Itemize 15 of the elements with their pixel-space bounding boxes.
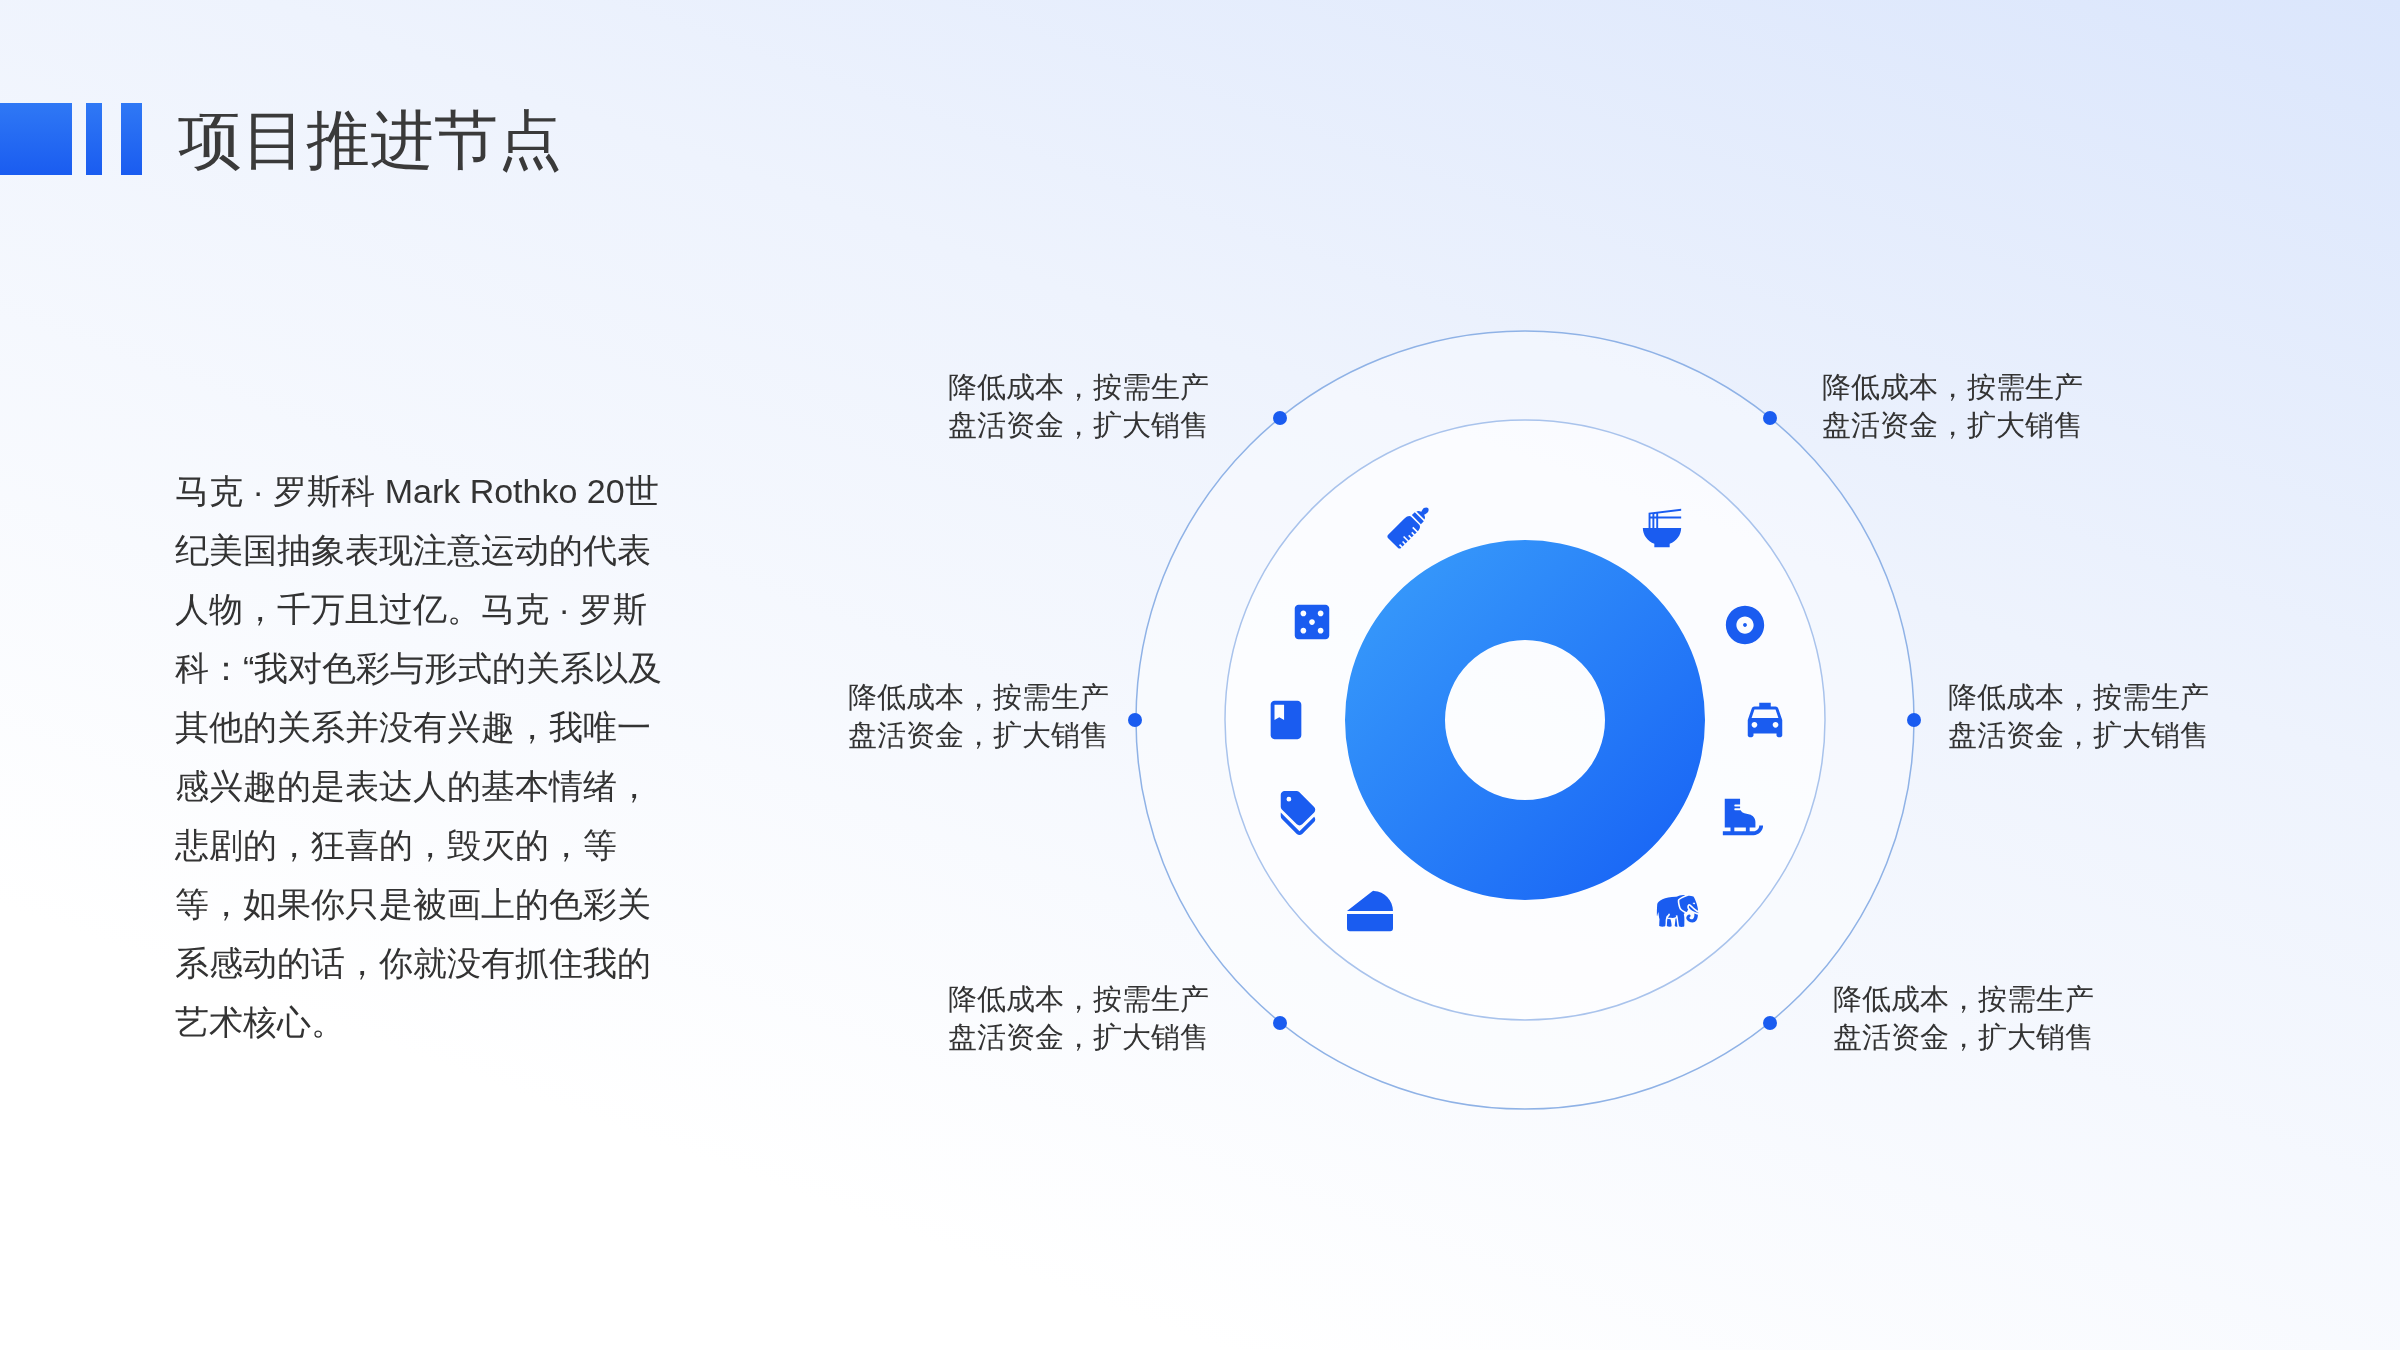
item-text: 盘活资金，扩大销售 xyxy=(848,718,1109,753)
description-paragraph: 马克 · 罗斯科 Mark Rothko 20世纪美国抽象表现注意运动的代表人物，千万且过亿。马克 · 罗斯科：“我对色彩与形式的关系以及其他的关系并没有兴趣，我唯一感兴趣的是表达人的基本情绪，悲剧的，狂喜的，毁灭的，等等，如果你只是被画上的色彩关系感动的话，你就没有抓住我的艺术核心。 xyxy=(175,471,664,1043)
item-text: 盘活资金，扩大销售 xyxy=(1833,1020,2094,1055)
item-text: 降低成本，按需生产 xyxy=(1822,370,2083,405)
donut-ring xyxy=(1345,540,1705,900)
item-text: 盘活资金，扩大销售 xyxy=(1948,718,2209,753)
item-text: 盘活资金，扩大销售 xyxy=(948,408,1209,443)
item-text: 盘活资金，扩大销售 xyxy=(948,1020,1209,1055)
item-text: 降低成本，按需生产 xyxy=(848,680,1109,715)
title: 项目推进节点 xyxy=(178,103,562,178)
item-text: 盘活资金，扩大销售 xyxy=(1822,408,2083,443)
item-text: 降低成本，按需生产 xyxy=(948,370,1209,405)
item-text: 降低成本，按需生产 xyxy=(948,982,1209,1017)
item-text: 降低成本，按需生产 xyxy=(1833,982,2094,1017)
item-text: 降低成本，按需生产 xyxy=(1948,680,2209,715)
